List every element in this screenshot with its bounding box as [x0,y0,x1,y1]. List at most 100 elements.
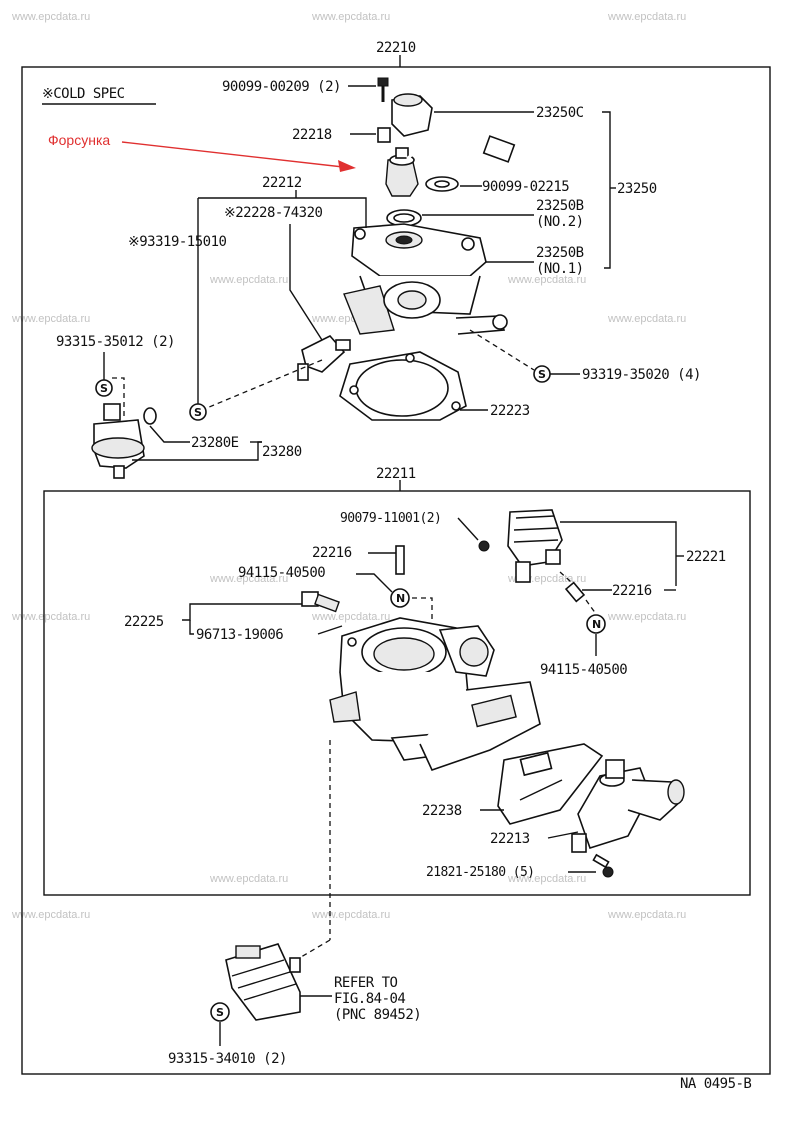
label-94115-right: 94115-40500 [540,662,627,678]
label-90099-00209: 90099-00209 (2) [222,79,341,95]
s-symbol-text: S [538,368,546,381]
throttle-position-sensor-22221 [507,509,563,583]
relay-unit [225,943,301,1021]
label-22223: 22223 [490,403,530,419]
injector-cap-22218 [377,93,433,143]
watermark: www.epcdata.ru [209,873,288,885]
label-22225: 22225 [124,614,164,630]
gasket-22223 [339,351,467,421]
watermark: www.epcdata.ru [209,573,288,585]
s-symbol-93315-34010 [210,1002,230,1022]
refer-line1: REFER TO [334,975,398,991]
watermark: www.epcdata.ru [607,611,686,623]
watermark: www.epcdata.ru [311,611,390,623]
watermark: www.epcdata.ru [607,313,686,325]
label-93315-34010: 93315-34010 (2) [168,1051,287,1067]
n-symbol-94115-right [586,614,606,634]
dash-93319-35020 [469,329,535,371]
temp-sensor-22228 [297,335,351,381]
label-96713-19006: 96713-19006 [196,627,283,643]
label-22211: 22211 [376,466,416,482]
diagram-code: NA 0495-B [680,1076,751,1092]
label-22213: 22213 [490,831,530,847]
s-symbol-text: S [100,382,108,395]
leader-22228 [289,224,323,341]
watermark: www.epcdata.ru [311,11,390,23]
label-21821-25180: 21821-25180 (5) [426,865,534,880]
inner-frame [43,490,751,896]
leader-90079 [457,517,479,541]
label-23250c: 23250C [536,105,584,121]
dash-relay-end [295,939,331,961]
watermark: www.epcdata.ru [607,11,686,23]
label-22212: 22212 [262,175,302,191]
label-93319-15010: ※93319-15010 [128,234,227,250]
o-ring-inner [434,180,450,188]
dash-94115-left [412,597,433,626]
s-symbol-text: S [216,1006,224,1019]
screw-90079 [478,540,490,552]
injector [385,147,419,197]
leader-96713 [317,625,343,635]
injector-housing-22212 [343,223,508,335]
injector-wire-23250c [406,113,570,164]
refer-line2: FIG.84-04 [334,991,405,1007]
watermark: www.epcdata.ru [507,274,586,286]
watermark: www.epcdata.ru [11,909,90,921]
label-23250b-no1-suffix: (NO.1) [536,261,584,277]
n-symbol-94115-left [390,588,410,608]
cold-spec-label: ※COLD SPEC [42,86,125,102]
annotation-arrow-line [121,141,353,169]
screw-22216-top [395,545,405,575]
label-22238: 22238 [422,803,462,819]
n-symbol-text: N [396,592,405,605]
watermark: www.epcdata.ru [11,313,90,325]
leader-23280e [149,425,190,443]
gasket-23250b-no2-inner [393,213,415,223]
label-23250b-no2-suffix: (NO.2) [536,214,584,230]
dash-22228-link [201,359,323,411]
leader-22213 [547,831,579,839]
watermark: www.epcdata.ru [507,873,586,885]
label-94115-left: 94115-40500 [238,565,325,581]
o-ring-23280e [143,407,157,425]
watermark: www.epcdata.ru [209,274,288,286]
bracket-22221 [560,521,677,586]
label-23280e: 23280E [191,435,239,451]
s-symbol-text: S [194,406,202,419]
gasket-22238 [497,743,604,825]
s-symbol-93315-35012 [95,379,113,397]
injector-annotation: Форсунка [48,132,110,148]
annotation-arrow-head [338,160,356,172]
screw-22216-right [564,581,586,603]
label-93315-35012: 93315-35012 (2) [56,334,175,350]
idle-screw-22225 [301,591,340,613]
label-22216-right: 22216 [612,583,652,599]
watermark: www.epcdata.ru [11,611,90,623]
bracket-22225-top [182,603,306,621]
n-symbol-text: N [592,618,601,631]
outer-frame [21,66,771,1075]
watermark: www.epcdata.ru [607,909,686,921]
watermark: www.epcdata.ru [11,11,90,23]
label-23250: 23250 [617,181,657,197]
label-90099-02215: 90099-02215 [482,179,569,195]
pressure-regulator-23280 [91,403,145,479]
label-23250b-no1: 23250B [536,245,584,261]
label-22216-top: 22216 [312,545,352,561]
s-symbol-93319-15010 [189,403,207,421]
leader-94115-left [356,573,393,593]
refer-line3: (PNC 89452) [334,1007,421,1023]
label-23280: 23280 [262,444,302,460]
bracket-22212 [198,197,367,228]
label-90079-11001: 90079-11001(2) [340,511,441,526]
label-93319-35020: 93319-35020 (4) [582,367,701,383]
watermark: www.epcdata.ru [311,909,390,921]
screw-90099-00209 [377,77,389,102]
throttle-body-22211 [329,617,541,771]
label-22210: 22210 [376,40,416,56]
idle-control-valve-22213 [571,759,685,853]
label-22218: 22218 [292,127,332,143]
bracket-23250 [602,111,611,269]
